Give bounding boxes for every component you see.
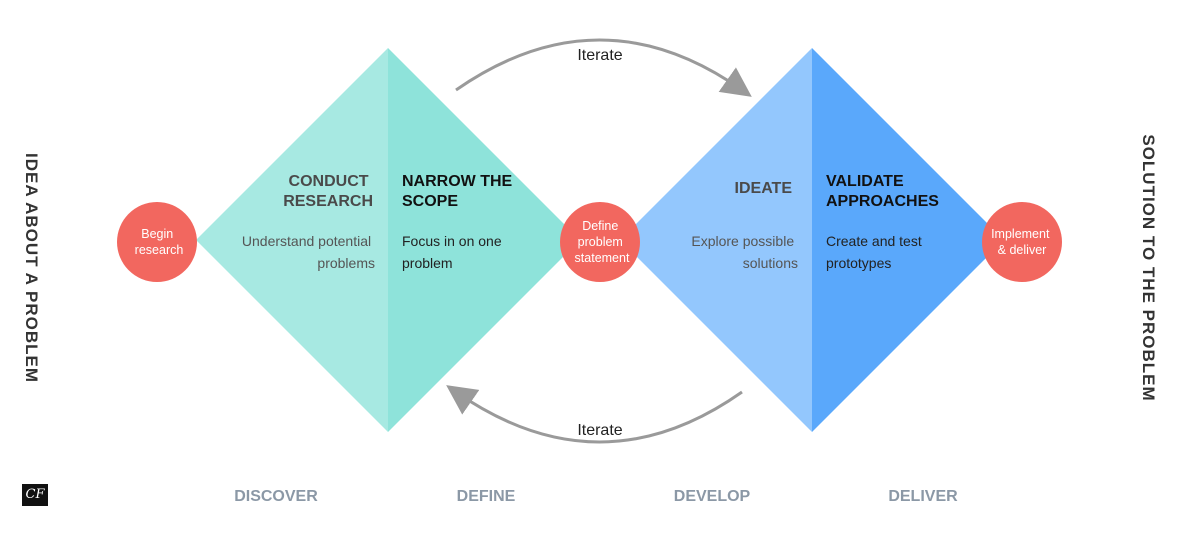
narrow-scope-text: problem [402,255,453,271]
deliver-diamond-half [812,48,1004,432]
cf-logo: CF [22,484,48,506]
left-side-label: IDEA ABOUT A PROBLEM [22,153,41,383]
svg-text:Focus in on one problem: Focus in on one problem [402,233,506,271]
svg-text:Define problem stateme: Define problem statement [575,219,630,265]
begin-research-label: Begin [141,227,173,241]
begin-research-circle [117,202,197,282]
validate-approaches-text: Create and test [826,233,922,249]
define-problem-label: Define [582,219,618,233]
validate-approaches-text: prototypes [826,255,891,271]
conduct-research-text: Understand potential [242,233,371,249]
implement-deliver-label: Implement [991,227,1050,241]
develop-diamond-half [620,48,812,432]
iterate-label-bottom: Iterate [577,422,622,439]
implement-deliver-circle [982,202,1062,282]
ideate-text: solutions [743,255,798,271]
implement-deliver-label: & deliver [998,243,1047,257]
define-diamond-half [388,48,580,432]
discover-diamond-half [196,48,388,432]
iterate-arrow-bottom [446,385,743,444]
validate-approaches-title: APPROACHES [826,193,939,210]
conduct-research-text: problems [317,255,375,271]
svg-text:Implement & deliver: Implement & deliver [991,227,1053,257]
phase-deliver: DELIVER [888,488,958,505]
right-side-label: SOLUTION TO THE PROBLEM [1139,134,1158,401]
conduct-research-title: RESEARCH [283,193,373,210]
svg-text:VALIDATE APPROACHES: VALIDATE APPROACHES [826,173,939,210]
ideate-title: IDEATE [735,180,793,197]
svg-text:Begin research: Begin research [135,227,184,257]
iterate-label-top: Iterate [577,47,622,64]
svg-text:IDEATE: IDEATE [735,180,793,197]
narrow-scope-title: NARROW THE [402,173,513,190]
svg-text:Explore possible solutions: Explore possible solutions [691,233,798,271]
iterate-arrow-top [455,38,752,97]
narrow-scope-text: Focus in on one [402,233,502,249]
phase-define: DEFINE [457,488,516,505]
svg-text:NARROW THE SCOPE: NARROW THE SCOPE [402,173,517,210]
phase-discover: DISCOVER [234,488,318,505]
phase-develop: DEVELOP [674,488,751,505]
narrow-scope-title: SCOPE [402,193,458,210]
define-problem-circle [560,202,640,282]
svg-text:CONDUCT RESEARCH: CONDUCT RESEARCH [283,173,373,210]
ideate-text: Explore possible [691,233,794,249]
conduct-research-title: CONDUCT [289,173,369,190]
define-problem-label: problem [578,235,623,249]
validate-approaches-title: VALIDATE [826,173,904,190]
define-problem-label: statement [575,251,630,265]
svg-text:Understand potential probl: Understand potential problems [242,233,375,271]
svg-text:Create and test prototypes: Create and test prototypes [826,233,926,271]
begin-research-label: research [135,243,184,257]
